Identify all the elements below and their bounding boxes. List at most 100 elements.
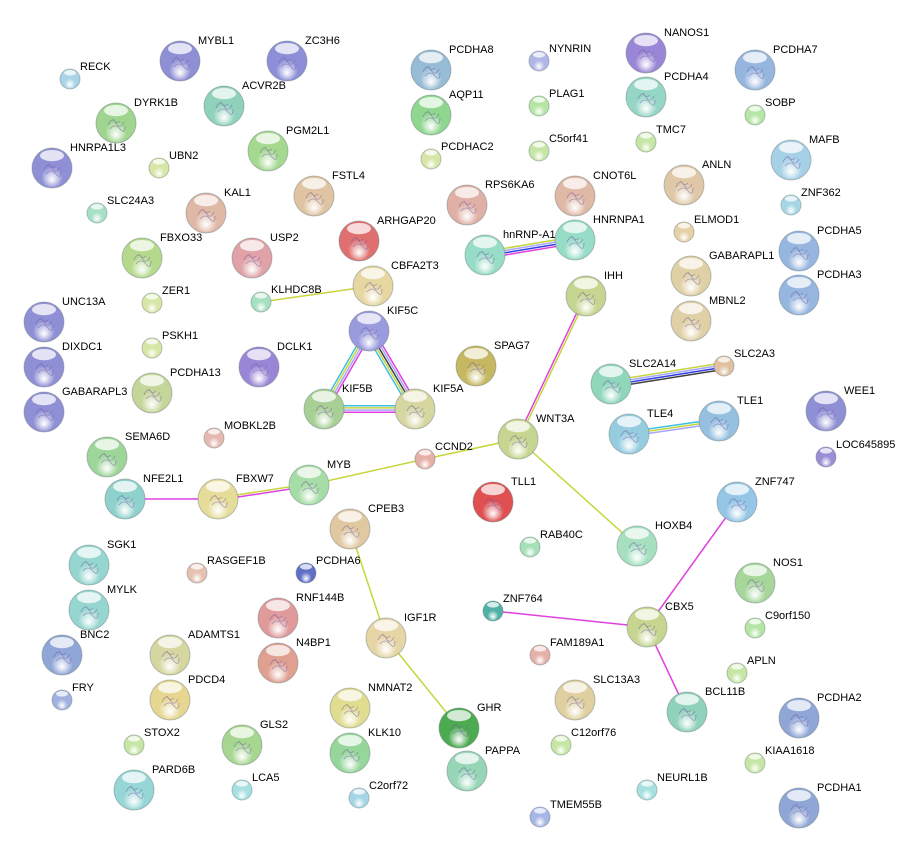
node-mybl1[interactable]: MYBL1 [159, 35, 234, 82]
node-slc2a3[interactable]: SLC2A3 [713, 348, 775, 377]
node-rab40c[interactable]: RAB40C [519, 529, 583, 558]
node-spag7[interactable]: SPAG7 [455, 340, 530, 387]
node-gabarapl3[interactable]: GABARAPL3 [23, 386, 127, 433]
node-pcdhac2[interactable]: PCDHAC2 [420, 141, 494, 170]
node-pcdha5[interactable]: PCDHA5 [778, 225, 862, 272]
node-tmem55b[interactable]: TMEM55B [529, 799, 602, 828]
node-usp2[interactable]: USP2 [231, 232, 299, 279]
node-bcl11b[interactable]: BCL11B [666, 686, 745, 733]
node-tmc7[interactable]: TMC7 [635, 124, 686, 153]
node-dclk1[interactable]: DCLK1 [238, 341, 312, 388]
node-sobp[interactable]: SOBP [744, 97, 796, 126]
node-c5orf41[interactable]: C5orf41 [528, 133, 588, 162]
node-hnrnpa1[interactable]: HNRNPA1 [554, 214, 645, 261]
node-slc13a3[interactable]: SLC13A3 [554, 674, 640, 721]
node-fry[interactable]: FRY [51, 682, 94, 711]
node-sema6d[interactable]: SEMA6D [86, 431, 170, 478]
node-pard6b[interactable]: PARD6B [113, 764, 195, 811]
node-fam189a1[interactable]: FAM189A1 [529, 637, 604, 666]
node-cbx5[interactable]: CBX5 [626, 601, 694, 648]
node-pcdha2[interactable]: PCDHA2 [778, 692, 862, 739]
node-stox2[interactable]: STOX2 [123, 727, 180, 756]
edge-ihh-wnt3a[interactable] [516, 295, 588, 440]
node-slc2a14[interactable]: SLC2A14 [590, 358, 676, 405]
node-klhdc8b[interactable]: KLHDC8B [250, 284, 322, 313]
node-znf747[interactable]: ZNF747 [716, 476, 795, 523]
node-ghr[interactable]: GHR [438, 702, 502, 749]
node-pcdha6[interactable]: PCDHA6 [295, 555, 361, 584]
node-acvr2b[interactable]: ACVR2B [203, 80, 286, 127]
node-plag1[interactable]: PLAG1 [528, 88, 584, 117]
node-rasgef1b[interactable]: RASGEF1B [186, 555, 266, 584]
node-cnot6l[interactable]: CNOT6L [554, 170, 636, 217]
node-anln[interactable]: ANLN [663, 159, 731, 206]
node-c9orf150[interactable]: C9orf150 [744, 610, 810, 639]
node-tle4[interactable]: TLE4 [608, 408, 673, 455]
node-neurl1b[interactable]: NEURL1B [636, 772, 708, 801]
node-zer1[interactable]: ZER1 [141, 285, 190, 314]
node-fstl4[interactable]: FSTL4 [293, 170, 365, 217]
node-pgm2l1[interactable]: PGM2L1 [247, 125, 329, 172]
node-lca5[interactable]: LCA5 [231, 772, 280, 801]
node-c2orf72[interactable]: C2orf72 [348, 780, 408, 809]
node-pcdha13[interactable]: PCDHA13 [131, 367, 221, 414]
node-igf1r[interactable]: IGF1R [365, 612, 436, 659]
node-pcdha1[interactable]: PCDHA1 [778, 782, 862, 829]
edge-znf764-cbx5[interactable] [492, 610, 648, 628]
node-pdcd4[interactable]: PDCD4 [149, 674, 225, 721]
node-fbxo33[interactable]: FBXO33 [121, 232, 202, 279]
node-c12orf76[interactable]: C12orf76 [550, 727, 616, 756]
node-kal1[interactable]: KAL1 [185, 187, 251, 234]
node-kif5b[interactable]: KIF5B [303, 383, 373, 430]
node-gabarapl1[interactable]: GABARAPL1 [670, 250, 774, 297]
node-dixdc1[interactable]: DIXDC1 [23, 341, 102, 388]
node-ubn2[interactable]: UBN2 [148, 150, 198, 179]
node-arhgap20[interactable]: ARHGAP20 [338, 215, 436, 262]
node-ccnd2[interactable]: CCND2 [414, 441, 473, 470]
node-pcdha7[interactable]: PCDHA7 [734, 44, 818, 91]
node-nmnat2[interactable]: NMNAT2 [329, 682, 412, 729]
node-znf362[interactable]: ZNF362 [780, 187, 841, 216]
node-rps6ka6[interactable]: RPS6KA6 [446, 179, 535, 226]
node-pcdha3[interactable]: PCDHA3 [778, 269, 862, 316]
node-cpeb3[interactable]: CPEB3 [329, 503, 404, 550]
node-ihh[interactable]: IHH [565, 270, 623, 317]
node-hnrpa1l3[interactable]: HNRPA1L3 [31, 142, 126, 189]
node-nanos1[interactable]: NANOS1 [625, 27, 709, 74]
node-elmod1[interactable]: ELMOD1 [673, 214, 739, 243]
node-zc3h6[interactable]: ZC3H6 [266, 35, 340, 82]
node-sgk1[interactable]: SGK1 [68, 539, 136, 586]
node-pcdha8[interactable]: PCDHA8 [410, 44, 494, 91]
node-adamts1[interactable]: ADAMTS1 [149, 629, 240, 676]
node-pcdha4[interactable]: PCDHA4 [625, 71, 709, 118]
node-kif5c[interactable]: KIF5C [348, 305, 418, 352]
node-fbxw7[interactable]: FBXW7 [197, 473, 274, 520]
node-mobkl2b[interactable]: MOBKL2B [203, 420, 276, 449]
node-reck[interactable]: RECK [59, 61, 111, 90]
node-loc645895[interactable]: LOC645895 [815, 439, 895, 468]
edge-cbx5-znf747[interactable] [646, 501, 738, 628]
node-hnrnp-a1[interactable]: hnRNP-A1 [464, 229, 556, 276]
node-cbfa2t3[interactable]: CBFA2T3 [352, 260, 439, 307]
node-pappa[interactable]: PAPPA [446, 745, 521, 792]
node-klk10[interactable]: KLK10 [329, 727, 401, 774]
node-znf764[interactable]: ZNF764 [482, 593, 543, 622]
node-wee1[interactable]: WEE1 [805, 385, 875, 432]
node-gls2[interactable]: GLS2 [221, 719, 288, 766]
node-dyrk1b[interactable]: DYRK1B [95, 97, 178, 144]
node-wnt3a[interactable]: WNT3A [497, 413, 575, 460]
node-tll1[interactable]: TLL1 [472, 476, 536, 523]
node-n4bp1[interactable]: N4BP1 [257, 637, 331, 684]
node-apln[interactable]: APLN [726, 655, 776, 684]
node-pskh1[interactable]: PSKH1 [141, 330, 198, 359]
node-kif5a[interactable]: KIF5A [394, 383, 464, 430]
node-tle1[interactable]: TLE1 [698, 395, 763, 442]
node-aqp11[interactable]: AQP11 [410, 89, 484, 136]
node-nynrin[interactable]: NYNRIN [528, 43, 591, 72]
edge-wnt3a-hoxb4[interactable] [517, 438, 638, 547]
node-rnf144b[interactable]: RNF144B [257, 592, 344, 639]
node-hoxb4[interactable]: HOXB4 [616, 520, 692, 567]
node-bnc2[interactable]: BNC2 [41, 629, 109, 676]
